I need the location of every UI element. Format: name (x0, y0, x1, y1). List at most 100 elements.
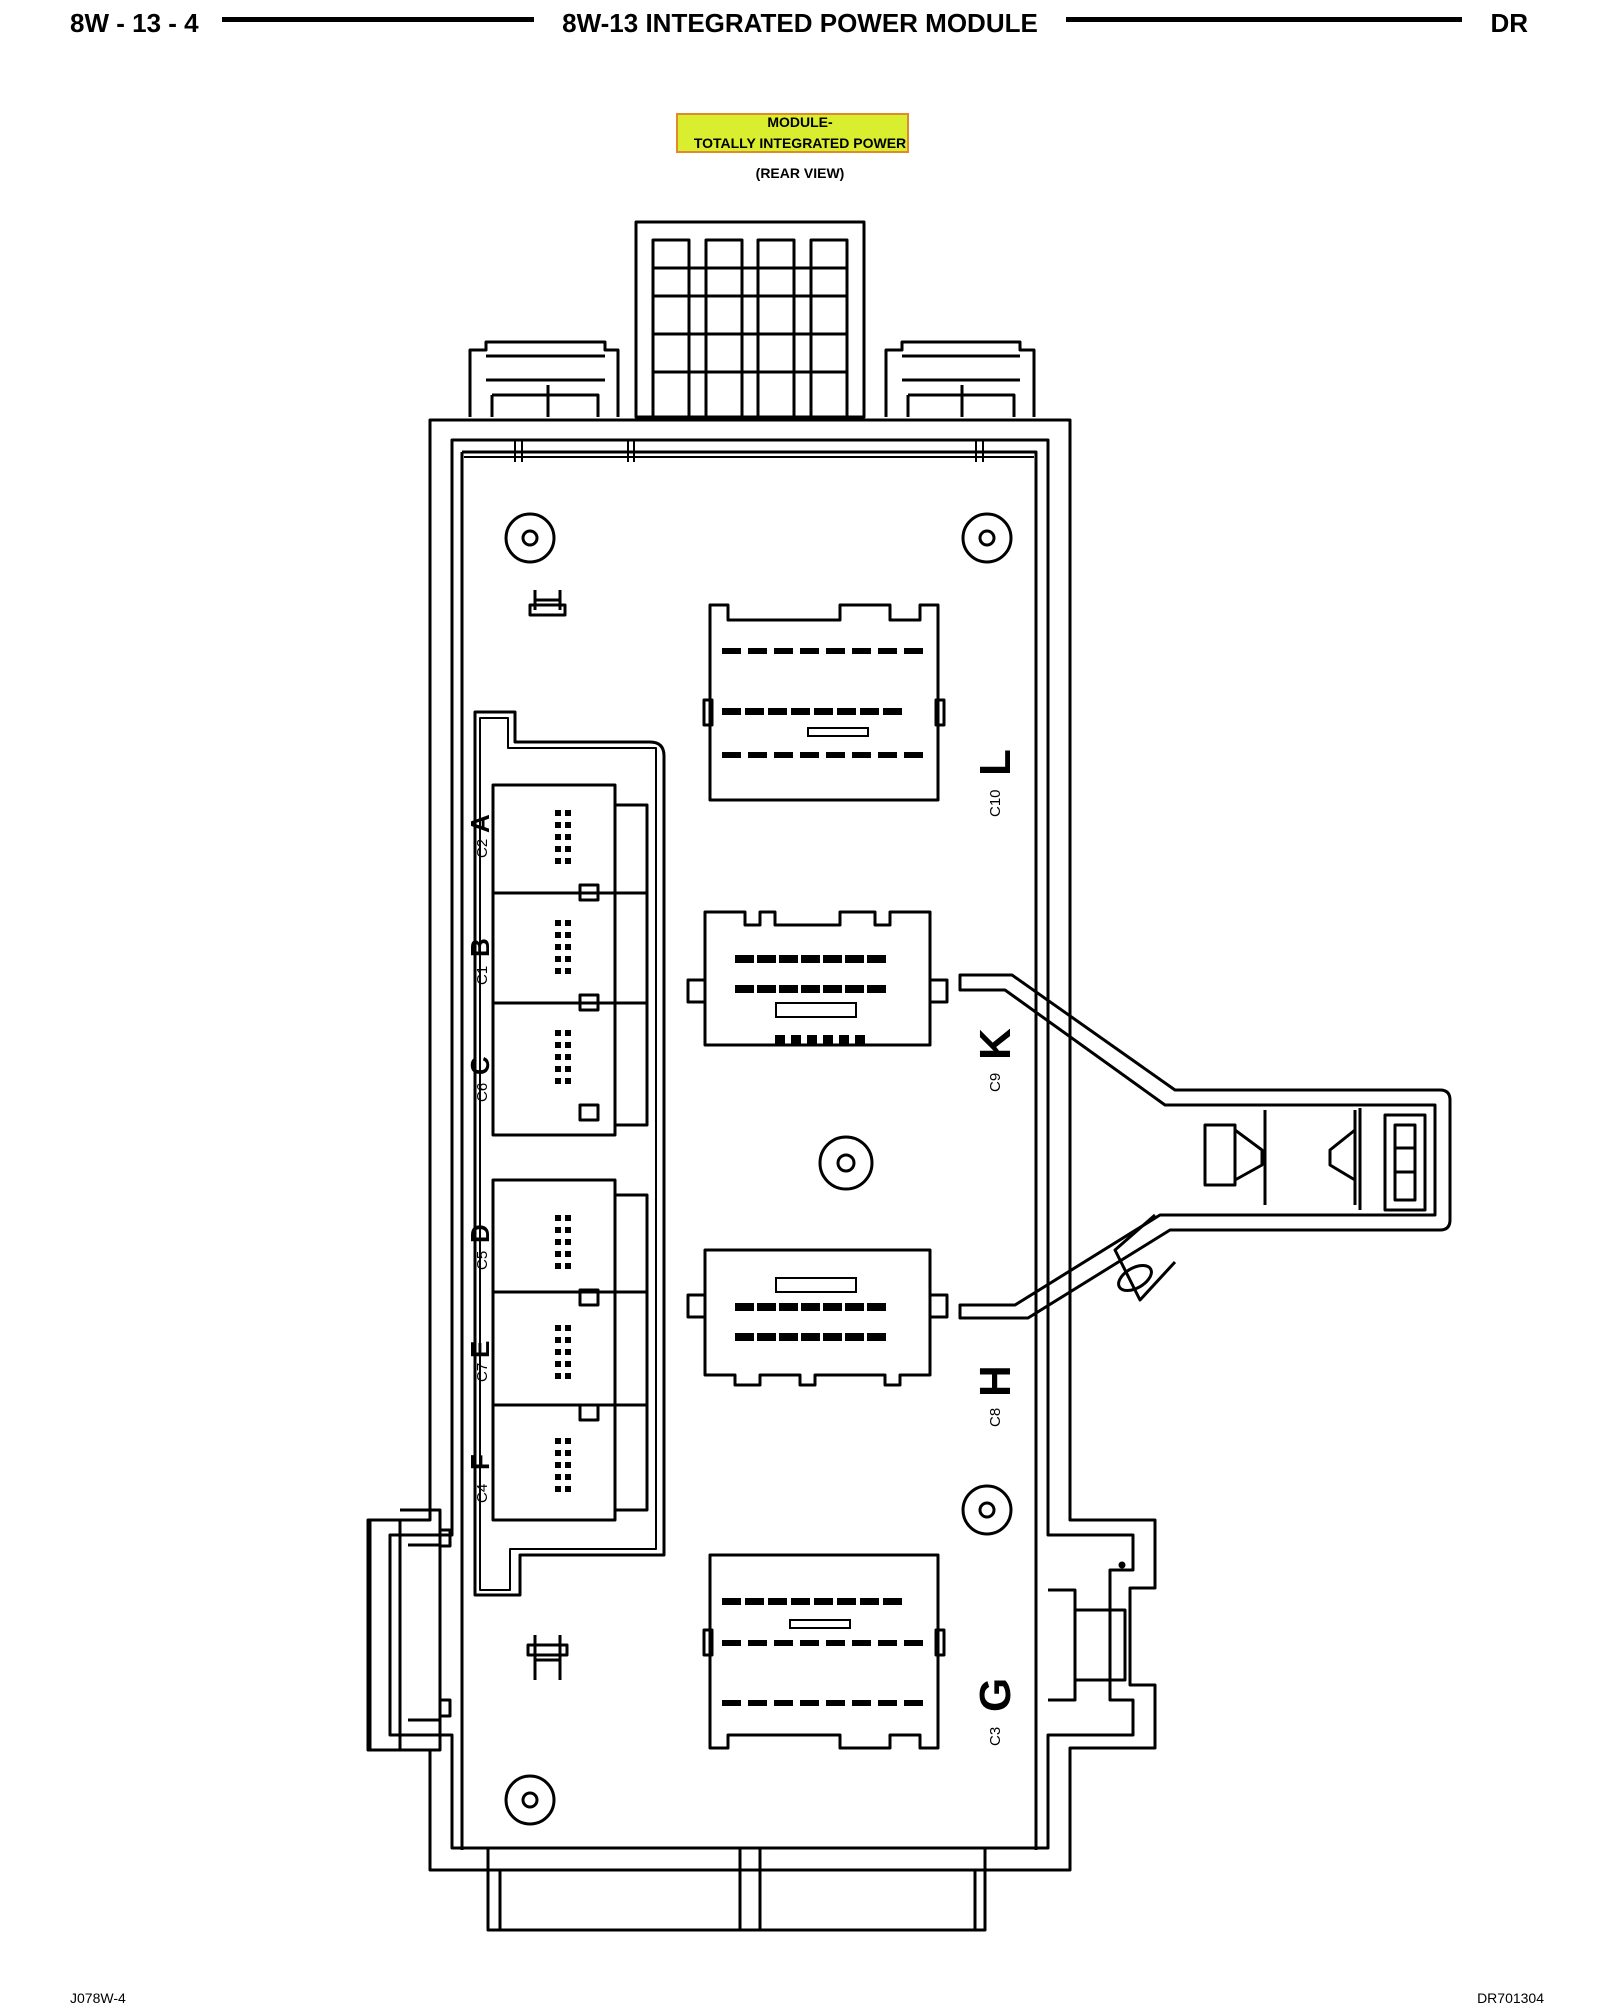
left-connector-pin (565, 1438, 571, 1444)
clip-top-left (528, 590, 567, 617)
c3-pin (748, 1640, 767, 1646)
left-connector-pin (555, 968, 561, 974)
c3-pin (904, 1640, 923, 1646)
mount-hole-top-left (504, 512, 556, 564)
c10-pin (852, 648, 871, 654)
left-connector-pin (555, 822, 561, 828)
mount-hole-center (818, 1135, 874, 1191)
label-c4: C4 (474, 1484, 491, 1503)
c9-pin (801, 985, 820, 993)
letter-f: F (465, 1454, 495, 1470)
left-connector-pin (555, 1227, 561, 1233)
c9-pin (779, 955, 798, 963)
left-connector-pin (565, 1486, 571, 1492)
connector-block-lower (491, 1178, 649, 1522)
left-connector-pin (555, 1325, 561, 1331)
left-connector-pin (565, 858, 571, 864)
left-connector-pin (555, 1349, 561, 1355)
c8-pin (845, 1303, 864, 1311)
c3-pin (722, 1598, 741, 1605)
c10-pin (722, 648, 741, 654)
left-connector-pin (555, 1239, 561, 1245)
left-connector-carrier (473, 710, 666, 1597)
label-c10: C10 (987, 789, 1004, 817)
left-connector-pin (565, 944, 571, 950)
c10-pin (826, 648, 845, 654)
left-connector-pin (555, 1462, 561, 1468)
page-ref: 8W - 13 - 4 (70, 8, 199, 38)
left-connector-pin (565, 1337, 571, 1343)
left-connector-pin (555, 1373, 561, 1379)
c3-pin (800, 1640, 819, 1646)
clip-bottom-left (526, 1635, 569, 1680)
c10-pin (878, 648, 897, 654)
c10-pin (722, 708, 741, 715)
connector-c9 (686, 910, 949, 1047)
left-connector-pin (555, 1042, 561, 1048)
letter-d: D (465, 1224, 495, 1243)
left-connector-pin (565, 920, 571, 926)
left-connector-pin (555, 846, 561, 852)
left-connector-pin (565, 810, 571, 816)
left-connector-pin (565, 1474, 571, 1480)
c10-key (807, 727, 869, 737)
c8-pin (801, 1333, 820, 1341)
c9-pin (757, 955, 776, 963)
left-connector-pin (555, 1054, 561, 1060)
c9-pin (735, 985, 754, 993)
c3-pin (722, 1640, 741, 1646)
left-side-relay-block (366, 1508, 452, 1752)
c9-notch (839, 1035, 849, 1045)
c3-pin (774, 1700, 793, 1706)
c3-pin (814, 1598, 833, 1605)
c3-pin (791, 1598, 810, 1605)
letter-g: G (971, 1678, 1020, 1712)
connector-pins (555, 648, 923, 1706)
left-connector-pin (555, 1066, 561, 1072)
connector-c8 (686, 1248, 949, 1387)
housing-outer (368, 418, 1157, 1872)
c3-pin (878, 1700, 897, 1706)
c9-key (775, 1002, 857, 1018)
letter-k: K (971, 1028, 1020, 1060)
top-right-latch (884, 340, 1036, 417)
c3-pin (748, 1700, 767, 1706)
c9-pin (757, 985, 776, 993)
left-connector-pin (565, 1215, 571, 1221)
left-connector-pin (555, 834, 561, 840)
c10-pin (745, 708, 764, 715)
left-connector-pin (555, 944, 561, 950)
c3-pin (768, 1598, 787, 1605)
letter-b: B (465, 938, 495, 957)
c8-pin (735, 1303, 754, 1311)
letter-c: C (465, 1056, 495, 1075)
left-connector-pin (555, 1263, 561, 1269)
c9-pin (735, 955, 754, 963)
top-fuse-tower (634, 220, 866, 419)
c9-pin (867, 985, 886, 993)
label-c6: C6 (474, 1083, 491, 1102)
housing-inner (388, 438, 1135, 1850)
left-connector-pin (555, 956, 561, 962)
left-connector-pin (555, 1450, 561, 1456)
left-connector-pin (555, 1474, 561, 1480)
footer-right-code: DR701304 (1477, 1990, 1544, 2006)
c10-pin (814, 708, 833, 715)
c9-pin (779, 985, 798, 993)
header-rule-right (1066, 17, 1462, 22)
left-connector-pin (565, 1251, 571, 1257)
c3-pin (860, 1598, 879, 1605)
housing-inner-lip (460, 450, 1038, 1850)
left-connector-pin (565, 1054, 571, 1060)
label-c7: C7 (474, 1363, 491, 1382)
c10-pin (722, 752, 741, 758)
connector-block-upper (491, 783, 649, 1137)
c9-pin (845, 955, 864, 963)
c10-pin (852, 752, 871, 758)
c10-pin (837, 708, 856, 715)
c8-pin (823, 1303, 842, 1311)
c9-notch (823, 1035, 833, 1045)
left-connector-pin (555, 920, 561, 926)
c3-pin (878, 1640, 897, 1646)
left-connector-pin (565, 1373, 571, 1379)
